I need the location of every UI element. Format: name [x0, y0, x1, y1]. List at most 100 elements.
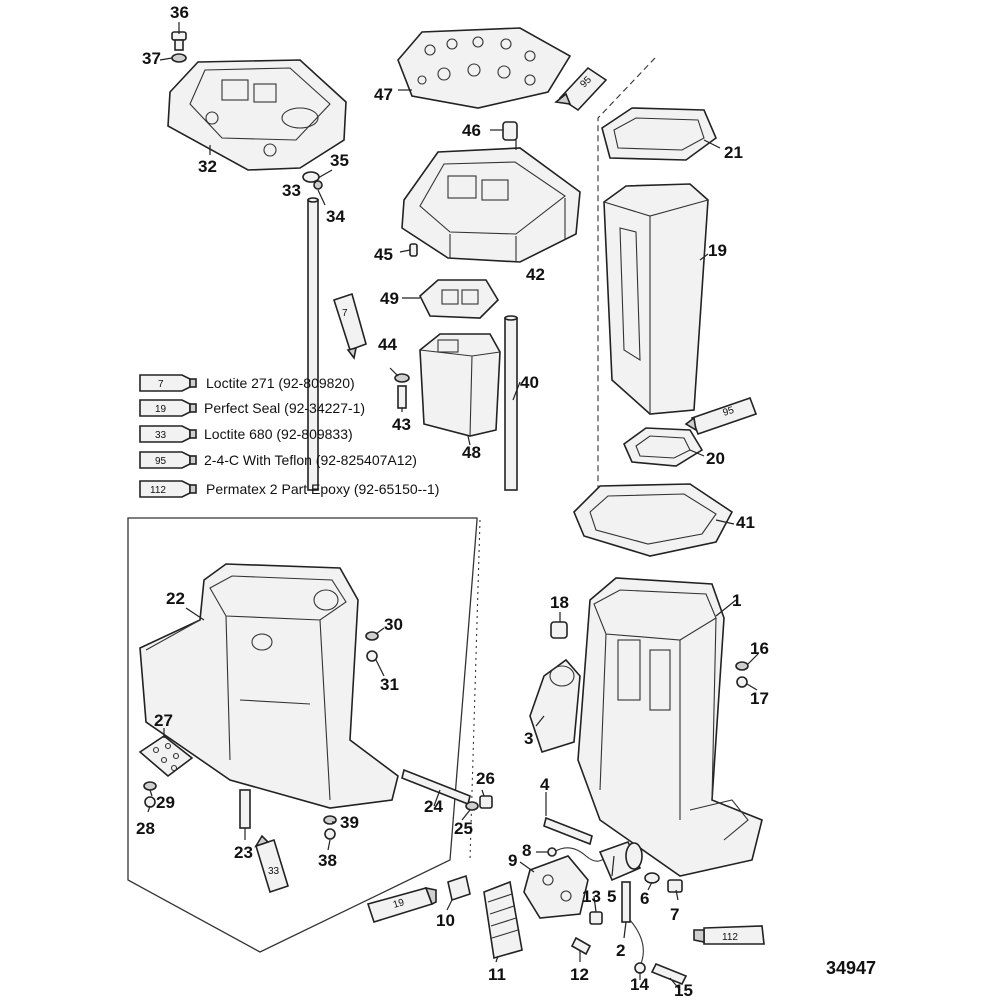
part-21-seal [601, 107, 717, 161]
part-10-fitting [447, 874, 471, 902]
part-9-bracket [523, 855, 589, 919]
callout-4: 4 [540, 775, 550, 794]
callout-42: 42 [526, 265, 545, 284]
callout-30: 30 [384, 615, 403, 634]
part-5-anode [598, 841, 643, 882]
callout-31: 31 [380, 675, 399, 694]
callout-11: 11 [488, 965, 506, 984]
part-16-washer [735, 661, 749, 671]
legend-code: 19 [155, 404, 167, 415]
callout-3: 3 [524, 729, 533, 748]
part-14-lead [629, 919, 646, 974]
callout-12: 12 [570, 965, 589, 984]
callout-35: 35 [330, 151, 349, 170]
tube-label-19: 19 [392, 897, 406, 911]
sealant-tube-19 [366, 886, 437, 923]
tube-label-95-lower: 95 [722, 405, 736, 419]
part-11-grille [483, 880, 523, 960]
tube-label-7: 7 [342, 308, 348, 319]
callout-46: 46 [462, 121, 481, 140]
callout-39: 39 [340, 813, 359, 832]
part-13-nut [589, 911, 603, 925]
callout-2: 2 [616, 941, 625, 960]
legend-code: 112 [150, 485, 166, 496]
part-44-washer [394, 373, 410, 383]
part-12-screw [570, 936, 592, 956]
part-45-dowel [409, 243, 418, 257]
part-19-housing [603, 183, 709, 415]
tube-label-33: 33 [268, 866, 280, 877]
callouts: 1 2 3 4 5 6 7 8 9 10 11 12 13 14 15 16 1… [136, 3, 769, 1000]
part-3-bracket [529, 658, 581, 753]
sealant-tube-7 [332, 292, 367, 360]
callout-26: 26 [476, 769, 495, 788]
callout-34: 34 [326, 207, 345, 226]
figure-number: 34947 [826, 958, 876, 978]
part-2-stud [621, 881, 631, 923]
callout-37: 37 [142, 49, 161, 68]
legend-code: 7 [158, 379, 164, 390]
legend-text: 2-4-C With Teflon (92-825407A12) [204, 452, 417, 468]
callout-38: 38 [318, 851, 337, 870]
legend-code: 95 [155, 456, 167, 467]
callout-16: 16 [750, 639, 769, 658]
leader-lines [147, 22, 759, 991]
legend-code: 33 [155, 430, 167, 441]
sealant-tube-95-lower [684, 396, 758, 436]
callout-7: 7 [670, 905, 679, 924]
part-27-plate [138, 735, 194, 778]
part-37-washer [171, 53, 187, 63]
callout-9: 9 [508, 851, 517, 870]
part-38-nut [324, 828, 336, 840]
part-36-bolt [171, 31, 187, 51]
part-25-washer [465, 801, 479, 811]
part-33-fitting [302, 171, 323, 190]
part-39-washer [323, 815, 337, 825]
sealant-tube-33 [254, 834, 289, 894]
part-23-stud [239, 789, 251, 829]
part-26-nut [479, 795, 493, 809]
part-42-exhaust-plate [401, 147, 581, 263]
legend-row-95: 95 2-4-C With Teflon (92-825407A12) [139, 451, 417, 469]
callout-20: 20 [706, 449, 725, 468]
callout-22: 22 [166, 589, 185, 608]
part-20-seal [623, 427, 704, 467]
part-1-driveshaft-housing [577, 577, 763, 877]
part-47-gasket [397, 27, 572, 109]
callout-49: 49 [380, 289, 399, 308]
callout-47: 47 [374, 85, 393, 104]
part-30-washer [365, 631, 379, 641]
callout-8: 8 [522, 841, 531, 860]
callout-36: 36 [170, 3, 189, 22]
part-29-washer [143, 781, 157, 791]
part-48-exhaust-tube [419, 333, 501, 437]
callout-10: 10 [436, 911, 455, 930]
part-31-nut [366, 650, 378, 662]
part-4-stud [543, 816, 593, 846]
part-49-gasket [419, 279, 500, 319]
part-46-sleeve [502, 121, 518, 141]
part-41-gasket [573, 483, 734, 557]
callout-19: 19 [708, 241, 727, 260]
part-15-screw [650, 962, 688, 986]
callout-21: 21 [724, 143, 743, 162]
part-6-washer [644, 872, 660, 884]
part-34-tube [307, 197, 319, 491]
callout-29: 29 [156, 793, 175, 812]
callout-40: 40 [520, 373, 539, 392]
callout-48: 48 [462, 443, 481, 462]
callout-13: 13 [582, 887, 601, 906]
callout-28: 28 [136, 819, 155, 838]
part-17-nut [736, 676, 748, 688]
legend-text: Perfect Seal (92-34227-1) [204, 400, 365, 416]
legend-text: Permatex 2 Part Epoxy (92-65150--1) [206, 481, 439, 497]
callout-23: 23 [234, 843, 253, 862]
sealant-legend: 7 Loctite 271 (92-809820) 19 Perfect Sea… [139, 374, 439, 498]
callout-27: 27 [154, 711, 173, 730]
callout-24: 24 [424, 797, 443, 816]
sealant-tube-112 [693, 925, 765, 945]
callout-15: 15 [674, 981, 693, 1000]
callout-33: 33 [282, 181, 301, 200]
callout-25: 25 [454, 819, 473, 838]
